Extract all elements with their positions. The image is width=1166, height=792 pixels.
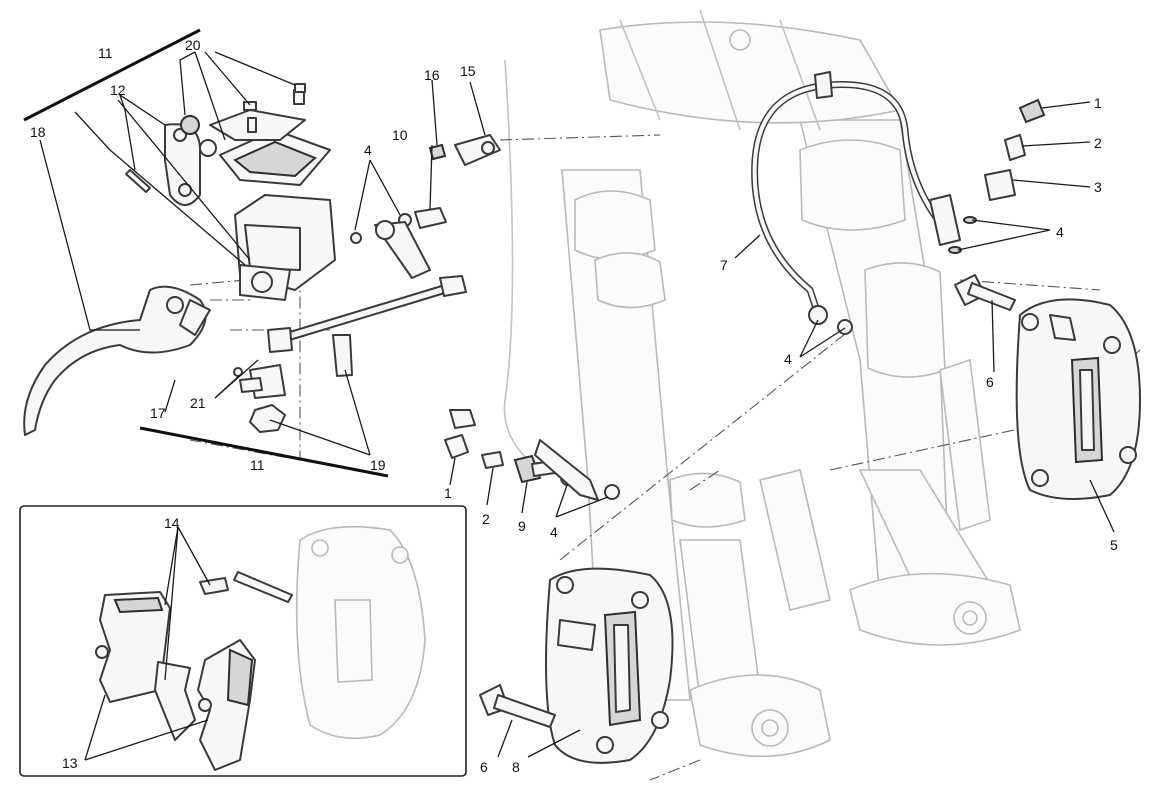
- callout-11-bottom: 11: [250, 457, 265, 473]
- callout-16: 16: [424, 67, 440, 83]
- callout-3: 3: [1094, 179, 1102, 195]
- callout-1-lower: 1: [444, 485, 452, 501]
- callout-8: 8: [512, 759, 520, 775]
- callout-4-right: 4: [1056, 224, 1064, 240]
- leader-lines: [23, 28, 1115, 758]
- callout-10: 10: [392, 127, 408, 143]
- callout-4-mid: 4: [784, 351, 792, 367]
- callout-14: 14: [164, 515, 180, 531]
- brake-lever: [23, 285, 211, 436]
- caliper-right: [1015, 298, 1141, 500]
- callout-12: 12: [110, 82, 126, 98]
- bleed-parts-lower: [444, 434, 620, 501]
- brake-pad-inset: [19, 505, 467, 777]
- hose-clip: [428, 134, 501, 166]
- callout-7: 7: [720, 257, 728, 273]
- callout-5: 5: [1110, 537, 1118, 553]
- master-cylinder: [125, 83, 476, 433]
- callout-1-right: 1: [1094, 95, 1102, 111]
- callout-9: 9: [518, 518, 526, 534]
- caliper-bolt-right: [954, 274, 1016, 311]
- callout-2-right: 2: [1094, 135, 1102, 151]
- front-fork-ghost: [503, 9, 1021, 758]
- callout-15: 15: [460, 63, 476, 79]
- callout-21: 21: [190, 395, 206, 411]
- callout-6-lower: 6: [480, 759, 488, 775]
- callout-6-right: 6: [986, 374, 994, 390]
- callout-2-lower: 2: [482, 511, 490, 527]
- callout-11-top: 11: [98, 45, 113, 61]
- callout-17: 17: [150, 405, 166, 421]
- brake-hose: [751, 71, 961, 335]
- callout-13: 13: [62, 755, 78, 771]
- caliper-bolt-lower: [479, 684, 556, 728]
- callout-labels: 11 20 12 18 4 10 16 15 17 21 11 19 1 2 3…: [30, 37, 1118, 775]
- callout-4-lower: 4: [550, 524, 558, 540]
- callout-20: 20: [185, 37, 201, 53]
- callout-19: 19: [370, 457, 386, 473]
- callout-18: 18: [30, 124, 46, 140]
- callout-4-upper: 4: [364, 142, 372, 158]
- caliper-lower: [545, 567, 674, 764]
- bleed-parts-right: [948, 98, 1046, 254]
